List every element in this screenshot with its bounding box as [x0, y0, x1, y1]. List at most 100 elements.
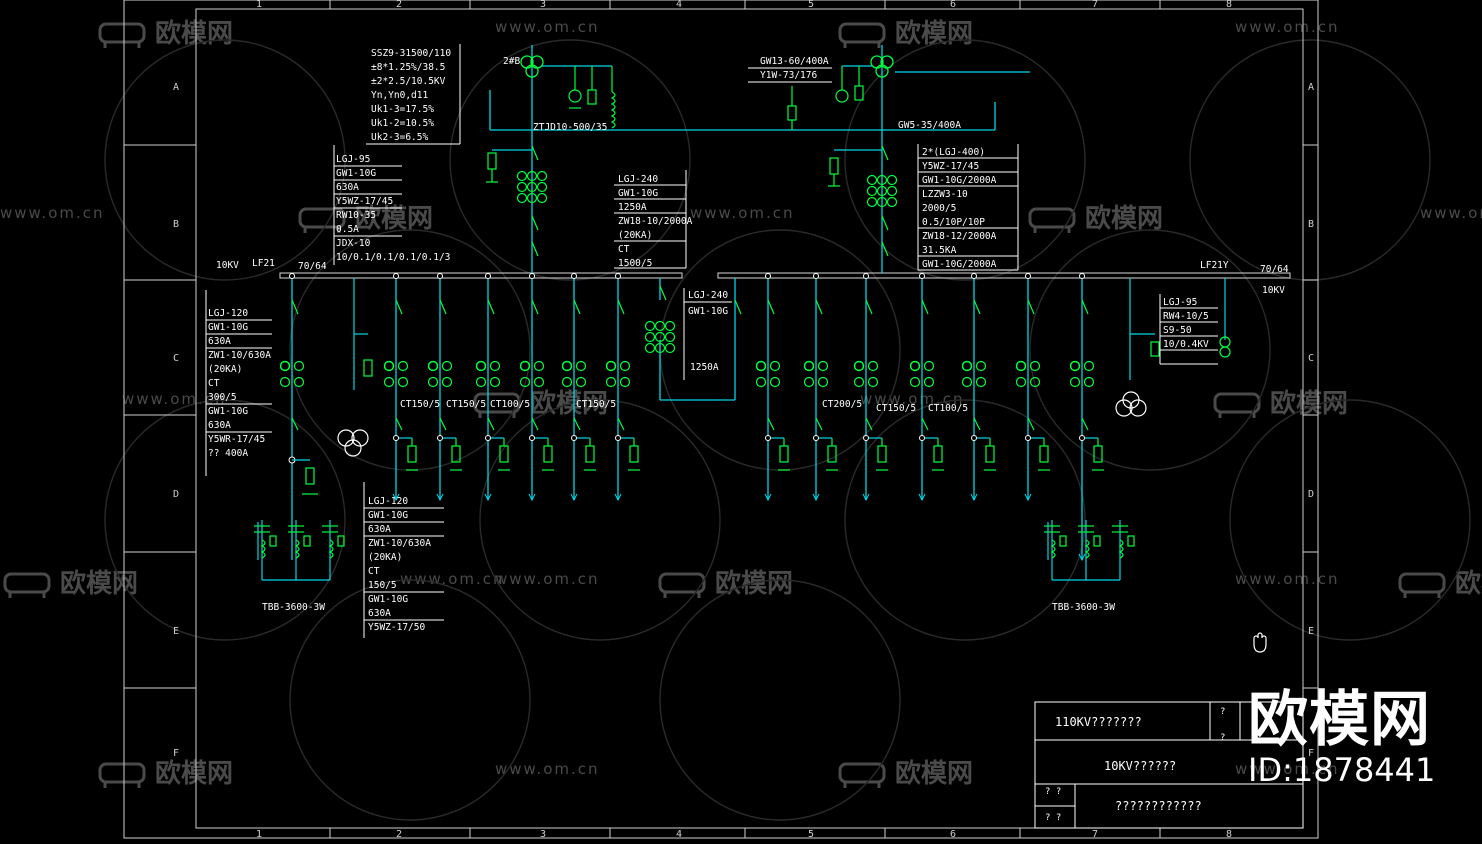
watermark-ring: [479, 399, 721, 641]
spec-line: CT: [208, 378, 220, 389]
watermark-sofa-icon: [838, 762, 886, 788]
spec-line: ±8*1.25%/38.5: [371, 62, 445, 73]
bus-left-size: 70/64: [298, 261, 327, 272]
row-label: E: [173, 626, 179, 637]
feeder-bay: [605, 273, 640, 502]
spec-line: JDX-10: [336, 238, 371, 249]
feeder-bay: [561, 273, 596, 502]
station-transformer: [1129, 278, 1231, 380]
feeder-bay: [755, 273, 790, 502]
frame-row-letters: A B C D E F A B C D E F: [173, 82, 1314, 759]
col-label: 3: [540, 0, 546, 10]
spec-line: 630A: [368, 524, 391, 535]
col-label: 1: [256, 0, 262, 10]
title-line-2: 10KV??????: [1104, 759, 1176, 773]
spec-line: LGJ-95: [1163, 297, 1197, 308]
spec-line: 31.5KA: [922, 245, 957, 256]
spec-line: 1250A: [618, 202, 647, 213]
brand-overlay: 欧模网 ID:1878441: [1248, 688, 1448, 798]
tie-spec-box: LGJ-240 GW1-10G: [683, 288, 732, 318]
watermark-ring: [659, 579, 901, 821]
bus-left-name: LF21: [252, 258, 275, 269]
bus-right: [717, 272, 1291, 279]
watermark-ring: [289, 579, 531, 821]
watermark-site: www.om.cn: [0, 204, 105, 222]
bus-right-size: 70/64: [1260, 264, 1289, 275]
spec-line: S9-50: [1163, 325, 1192, 336]
col-label: 7: [1092, 829, 1098, 840]
title-line-1: 110KV???????: [1055, 715, 1142, 729]
busbars: [279, 272, 1291, 279]
spec-line: GW1-10G: [618, 188, 658, 199]
spec-line: Uk2-3=6.5%: [371, 132, 428, 143]
spec-line: (20KA): [618, 230, 652, 241]
spec-line: LGJ-120: [208, 308, 248, 319]
spec-line: GW1-10G: [688, 306, 728, 317]
ct-label: CT150/5: [876, 403, 916, 414]
spec-line: Uk1-2=10.5%: [371, 118, 434, 129]
spec-line: LGJ-95: [336, 154, 370, 165]
watermark-sofa-icon: [1028, 207, 1076, 233]
watermark-ring: [1029, 229, 1271, 471]
bus-right-voltage: 10KV: [1262, 285, 1285, 296]
watermark-ring: [449, 39, 691, 281]
spec-line: 630A: [368, 608, 391, 619]
spec-line: 300/5: [208, 392, 237, 403]
feeder-bay: [475, 273, 510, 502]
spec-line: (20KA): [208, 364, 242, 375]
pan-hand-icon: [1253, 632, 1267, 653]
spec-line: ZW18-10/2000A: [618, 216, 693, 227]
left-bottom-spec-box: LGJ-120 GW1-10G 630A ZW1-10/630A (20KA) …: [363, 482, 444, 638]
spec-line: 2*(LGJ-400): [922, 147, 985, 158]
col-label: 3: [540, 829, 546, 840]
row-label: F: [1308, 748, 1314, 759]
col-label: 4: [676, 829, 682, 840]
title-small: ?: [1220, 733, 1225, 743]
spec-line: GW1-10G: [368, 594, 408, 605]
watermark-ring: [1229, 399, 1471, 641]
row-label: D: [173, 489, 179, 500]
spec-line: Y1W-73/176: [760, 70, 817, 81]
title-small: ? ?: [1045, 787, 1061, 797]
ztjd-label: ZTJD10-500/35: [533, 122, 607, 133]
watermark-site: www.om.cn: [1235, 760, 1340, 778]
spec-line: ZW1-10/630A: [208, 350, 271, 361]
row-label: B: [173, 219, 179, 230]
spec-line: GW1-10G: [208, 406, 248, 417]
spec-line: 630A: [336, 182, 359, 193]
watermark-sofa-icon: [1213, 392, 1261, 418]
ct-label: CT150/5: [400, 399, 440, 410]
watermark-sofa-icon: [473, 392, 521, 418]
spec-line: GW13-60/400A: [760, 56, 829, 67]
station-transformer-spec-box: LGJ-95 RW4-10/5 S9-50 10/0.4KV: [1159, 294, 1218, 365]
spec-line: LZZW3-10: [922, 189, 968, 200]
watermark-site: www.om.cn: [495, 570, 600, 588]
watermark-brand: 欧模网: [1455, 568, 1482, 599]
capacitor-label: TBB-3600-3W: [262, 602, 325, 613]
transformer-right: [870, 55, 894, 78]
watermark-sofa-icon: [98, 22, 146, 48]
top-equipment: [486, 66, 864, 187]
spec-line: GW1-10G: [208, 322, 248, 333]
row-label: F: [173, 748, 179, 759]
feeder-bay: [383, 273, 418, 502]
spec-line: CT: [368, 566, 380, 577]
feeder-bay: [853, 273, 888, 502]
spec-line: ZW18-12/2000A: [922, 231, 997, 242]
spec-line: ZW1-10/630A: [368, 538, 431, 549]
drawing-frame: [123, 0, 1319, 839]
col-label: 6: [950, 0, 956, 10]
incomer-current-transformers: [516, 145, 898, 354]
spec-line: Y5WR-17/45: [208, 434, 265, 445]
watermark-sofa-icon: [98, 762, 146, 788]
tie-current: 1250A: [690, 362, 719, 373]
watermark-site: www.om.cn: [495, 760, 600, 778]
capacitor-banks: [254, 520, 1135, 581]
watermark-site: www.om.cn: [1235, 570, 1340, 588]
title-small: ?: [1220, 707, 1225, 717]
col-label: 6: [950, 829, 956, 840]
feeder-bay: [961, 273, 996, 502]
row-label: B: [1308, 219, 1314, 230]
spec-line: 10/0.1/0.1/0.1/0.1/3: [336, 252, 450, 263]
